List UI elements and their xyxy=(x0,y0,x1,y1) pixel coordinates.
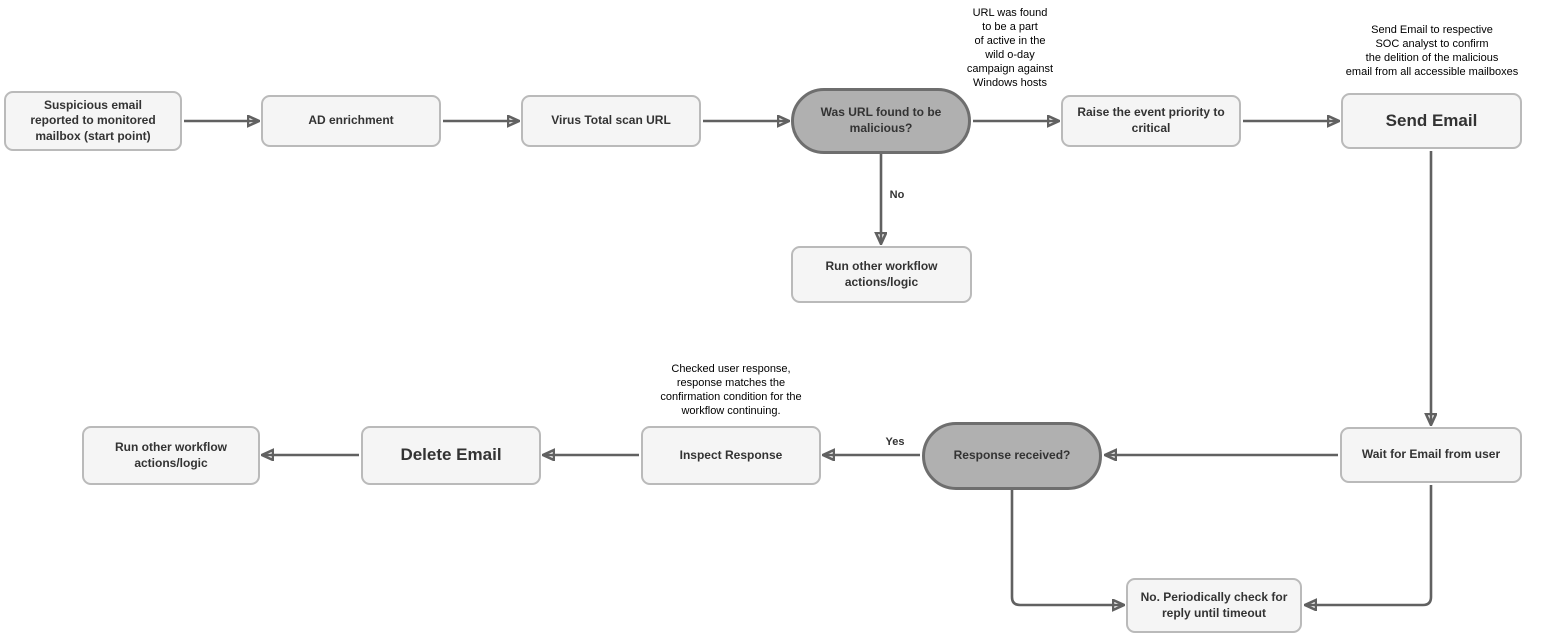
node-inspect-response[interactable]: Inspect Response xyxy=(641,426,821,485)
node-start[interactable]: Suspicious email reported to monitored m… xyxy=(4,91,182,151)
node-delete-email[interactable]: Delete Email xyxy=(361,426,541,485)
edge-response-decision-to-periodic-check xyxy=(1010,490,1123,605)
edge-label-no: No xyxy=(889,189,905,201)
node-url-malicious-decision[interactable]: Was URL found to be malicious? xyxy=(791,88,971,154)
node-virustotal-scan[interactable]: Virus Total scan URL xyxy=(521,95,701,147)
node-wait-for-email[interactable]: Wait for Email from user xyxy=(1340,427,1522,483)
node-periodic-check[interactable]: No. Periodically check for reply until t… xyxy=(1126,578,1302,633)
node-run-other-workflow-bottom[interactable]: Run other workflow actions/logic xyxy=(82,426,260,485)
edge-wait-to-periodic-check xyxy=(1306,485,1433,605)
node-response-received-decision[interactable]: Response received? xyxy=(922,422,1102,490)
node-raise-priority[interactable]: Raise the event priority to critical xyxy=(1061,95,1241,147)
annotation-campaign-note: URL was found to be a part of active in … xyxy=(966,7,1054,89)
node-send-email[interactable]: Send Email xyxy=(1341,93,1522,149)
node-run-other-workflow-top[interactable]: Run other workflow actions/logic xyxy=(791,246,972,303)
edge-label-yes: Yes xyxy=(885,436,905,448)
annotation-soc-note: Send Email to respective SOC analyst to … xyxy=(1345,24,1519,78)
node-ad-enrichment[interactable]: AD enrichment xyxy=(261,95,441,147)
annotation-response-note: Checked user response, response matches … xyxy=(660,363,802,417)
